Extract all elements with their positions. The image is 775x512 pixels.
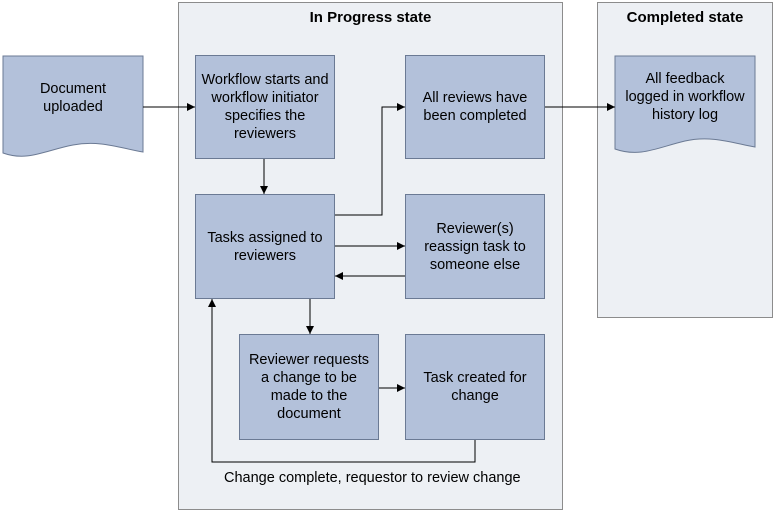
arrow-tasks-to-all-reviews (335, 103, 405, 216)
workflow-starts-box: Workflow starts and workflow initiator s… (195, 55, 335, 159)
feedback-logged-shape (614, 55, 756, 153)
completed-state-title: Completed state (626, 9, 744, 26)
all-reviews-completed-box: All reviews have been completed (405, 55, 545, 159)
tasks-assigned-box: Tasks assigned to reviewers (195, 194, 335, 299)
reassign-task-box: Reviewer(s) reassign task to someone els… (405, 194, 545, 299)
task-created-box: Task created for change (405, 334, 545, 440)
in-progress-state-title: In Progress state (309, 9, 432, 26)
change-request-box: Reviewer requests a change to be made to… (239, 334, 379, 440)
document-uploaded-label: Document uploaded (39, 81, 107, 115)
feedback-logged-label: All feedback logged in workflow history … (625, 71, 745, 123)
change-complete-caption: Change complete, requestor to review cha… (224, 470, 521, 486)
arrow-task-created-to-tasks (208, 299, 476, 463)
document-uploaded-shape (2, 55, 144, 157)
completed-state-container: Completed state (597, 2, 773, 318)
